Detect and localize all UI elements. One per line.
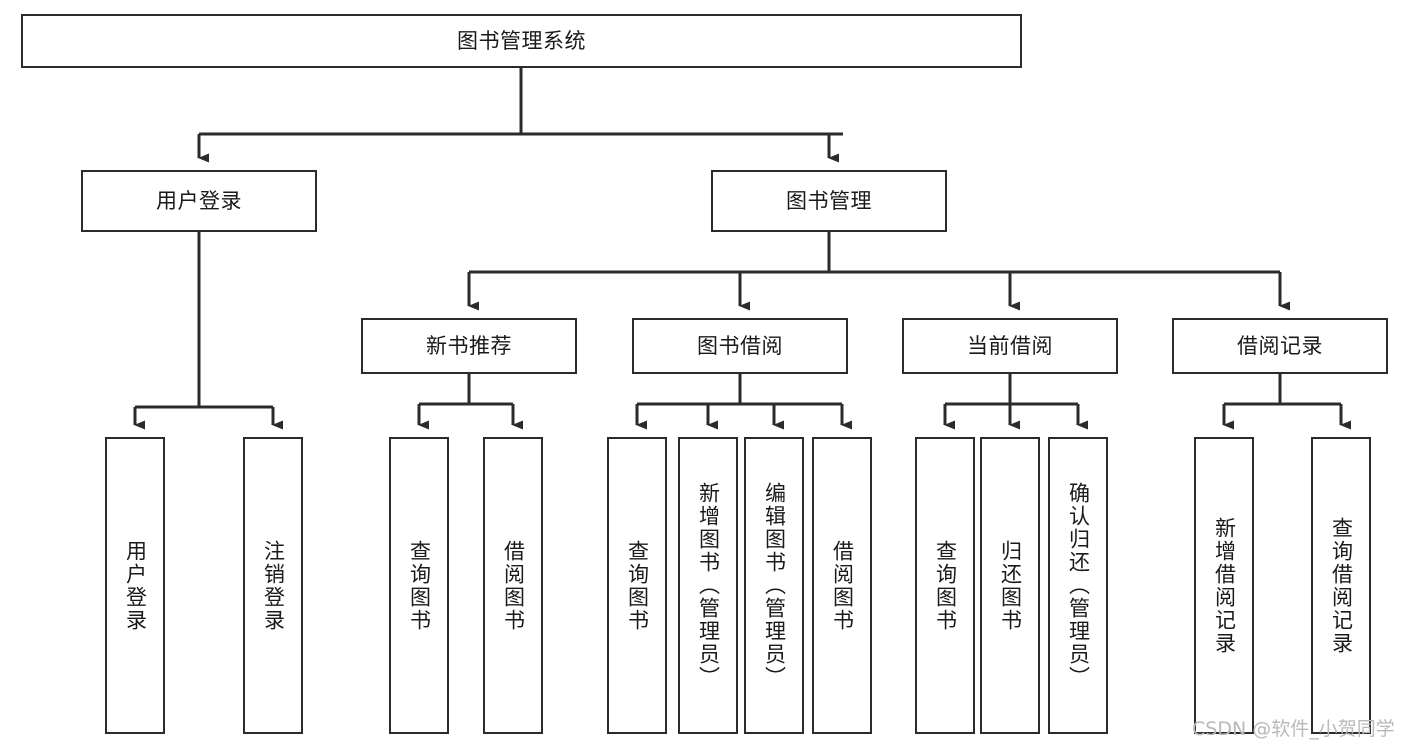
- node-borrow-record-label: 借阅记录: [1237, 333, 1323, 358]
- node-leaf-add-record-label: 新增借阅记录: [1212, 516, 1237, 655]
- node-book-borrow[interactable]: 图书借阅: [632, 318, 848, 374]
- node-user-login[interactable]: 用户登录: [81, 170, 317, 232]
- node-leaf-add-book[interactable]: 新增图书（管理员）: [678, 437, 738, 734]
- node-borrow-record[interactable]: 借阅记录: [1172, 318, 1388, 374]
- node-leaf-query-book-borrow-label: 查询图书: [625, 539, 650, 632]
- node-current-borrow[interactable]: 当前借阅: [902, 318, 1118, 374]
- node-leaf-borrow-book-rec-label: 借阅图书: [501, 539, 526, 632]
- node-leaf-return-book[interactable]: 归还图书: [980, 437, 1040, 734]
- node-leaf-edit-book-label: 编辑图书（管理员）: [762, 482, 787, 689]
- node-leaf-query-record[interactable]: 查询借阅记录: [1311, 437, 1371, 734]
- node-leaf-user-login-label: 用户登录: [123, 539, 148, 632]
- node-leaf-query-book-rec[interactable]: 查询图书: [389, 437, 449, 734]
- node-leaf-logout-label: 注销登录: [261, 539, 286, 632]
- node-root[interactable]: 图书管理系统: [21, 14, 1022, 68]
- node-leaf-logout[interactable]: 注销登录: [243, 437, 303, 734]
- node-leaf-add-book-label: 新增图书（管理员）: [696, 482, 721, 689]
- node-leaf-borrow-book[interactable]: 借阅图书: [812, 437, 872, 734]
- node-leaf-query-record-label: 查询借阅记录: [1329, 516, 1354, 655]
- node-leaf-borrow-book-rec[interactable]: 借阅图书: [483, 437, 543, 734]
- node-current-borrow-label: 当前借阅: [967, 333, 1053, 358]
- node-root-label: 图书管理系统: [457, 28, 586, 53]
- node-leaf-add-record[interactable]: 新增借阅记录: [1194, 437, 1254, 734]
- node-leaf-query-book-rec-label: 查询图书: [407, 539, 432, 632]
- node-leaf-edit-book[interactable]: 编辑图书（管理员）: [744, 437, 804, 734]
- node-new-book-rec-label: 新书推荐: [426, 333, 512, 358]
- node-book-borrow-label: 图书借阅: [697, 333, 783, 358]
- node-leaf-return-book-label: 归还图书: [998, 539, 1023, 632]
- node-leaf-query-book-current-label: 查询图书: [933, 539, 958, 632]
- node-new-book-rec[interactable]: 新书推荐: [361, 318, 577, 374]
- node-book-manage-label: 图书管理: [786, 188, 872, 213]
- node-leaf-query-book-borrow[interactable]: 查询图书: [607, 437, 667, 734]
- node-leaf-confirm-return[interactable]: 确认归还（管理员）: [1048, 437, 1108, 734]
- node-leaf-borrow-book-label: 借阅图书: [830, 539, 855, 632]
- node-leaf-query-book-current[interactable]: 查询图书: [915, 437, 975, 734]
- node-leaf-confirm-return-label: 确认归还（管理员）: [1066, 482, 1091, 689]
- node-leaf-user-login[interactable]: 用户登录: [105, 437, 165, 734]
- node-book-manage[interactable]: 图书管理: [711, 170, 947, 232]
- node-user-login-label: 用户登录: [156, 188, 242, 213]
